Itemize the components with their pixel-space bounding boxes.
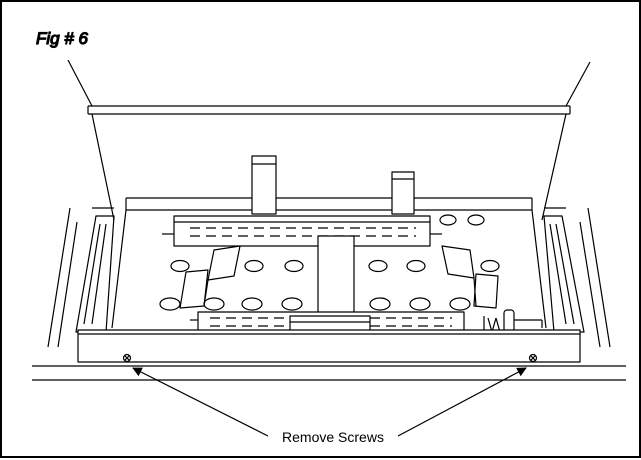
- right-clip-assembly: [441, 245, 499, 309]
- oval-holes-top: [439, 214, 485, 226]
- screw-right: [528, 353, 538, 363]
- right-side-rail: [543, 215, 585, 333]
- left-side-rail: [75, 215, 115, 333]
- center-mount: [317, 235, 355, 317]
- right-terminal-parts: [483, 309, 543, 333]
- oval-holes-middle: [170, 259, 500, 273]
- callout-arrows: [132, 367, 527, 437]
- cabinet-sides: [47, 207, 611, 348]
- callout-label: Remove Screws: [282, 429, 384, 445]
- oval-holes-lower: [159, 297, 471, 311]
- arrow-to-right-screw: [397, 367, 527, 437]
- arrow-to-left-screw: [132, 367, 269, 437]
- figure-label: Fig # 6: [36, 29, 89, 48]
- lid-panel: [67, 59, 591, 221]
- countertop-line: [32, 365, 626, 381]
- screw-left: [122, 353, 132, 363]
- front-trim-panel: [77, 329, 581, 363]
- inner-cavity: [111, 197, 547, 329]
- upper-heater-bar: [162, 215, 442, 247]
- back-bracket-right: [391, 171, 415, 215]
- left-clip-assembly: [179, 245, 241, 309]
- back-bracket-left: [251, 155, 277, 215]
